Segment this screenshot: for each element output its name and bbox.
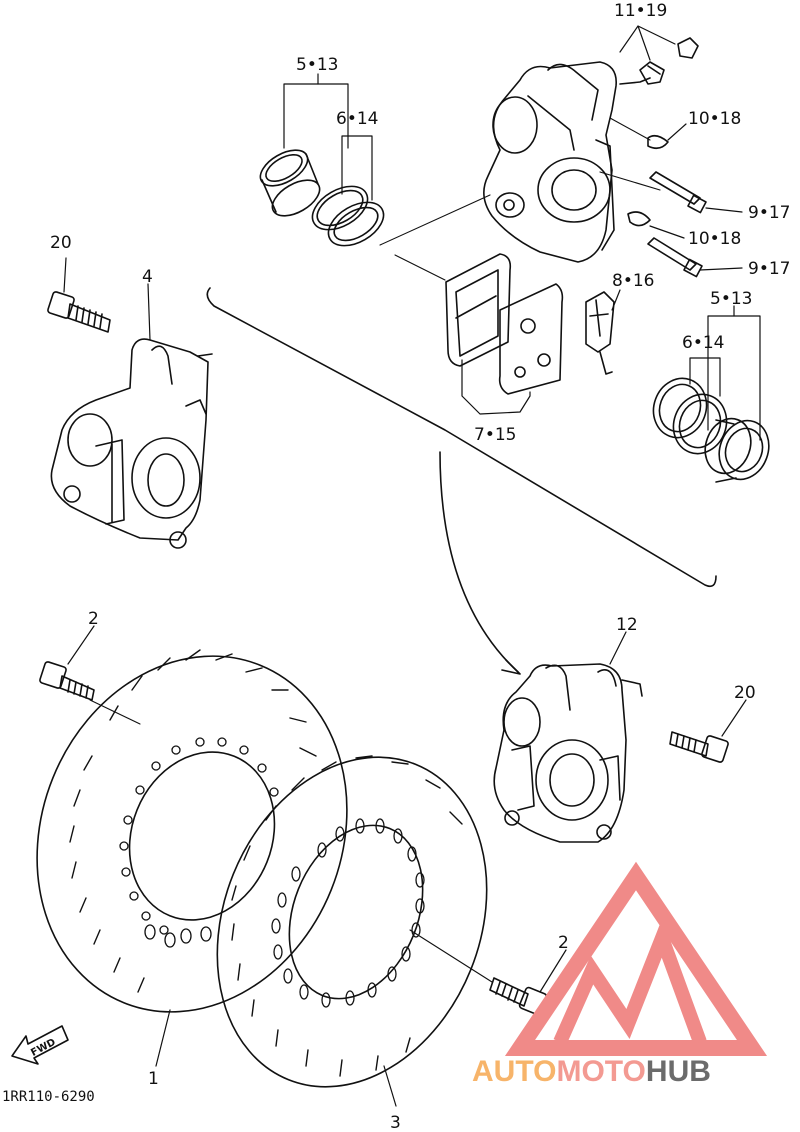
bolt-20-right	[669, 731, 729, 763]
callout-11-19: 11•19	[614, 1, 667, 21]
caliper-12	[493, 663, 643, 843]
assembly-arrow-head	[501, 659, 521, 675]
watermark-hub: HUB	[646, 1055, 711, 1088]
bracket-6-14-right	[689, 357, 721, 397]
bracket-6-14-top	[341, 135, 373, 201]
leader-8-16	[611, 289, 621, 311]
callout-5-13-right: 5•13	[710, 289, 752, 309]
callout-6-14-top: 6•14	[336, 109, 378, 129]
leader-12	[609, 631, 627, 665]
bolt-20-left	[47, 291, 111, 333]
callout-9-17-b: 9•17	[748, 259, 790, 279]
bleed-screw	[639, 37, 699, 85]
seal-top	[311, 185, 385, 247]
leader-9-17-a	[705, 207, 743, 213]
callout-10-18-a: 10•18	[688, 109, 741, 129]
watermark-brand: AUTOMOTOHUB	[472, 1055, 711, 1088]
callout-1: 1	[148, 1069, 159, 1089]
leader-10-18-b	[649, 225, 685, 239]
forward-arrow-icon	[11, 1025, 69, 1065]
callout-10-18-b: 10•18	[688, 229, 741, 249]
callout-5-13-top: 5•13	[296, 55, 338, 75]
watermark-auto: AUTO	[472, 1055, 556, 1088]
diagram-code: 1RR110-6290	[2, 1089, 95, 1105]
callout-9-17-a: 9•17	[748, 203, 790, 223]
leader-3	[383, 1065, 397, 1107]
callout-4: 4	[142, 267, 153, 287]
callout-20-top: 20	[50, 233, 72, 253]
pad-pin-lower	[647, 237, 703, 278]
watermark-moto: MOTO	[556, 1055, 645, 1088]
brake-disc-3	[216, 755, 488, 1088]
callout-2-left: 2	[88, 609, 99, 629]
leader-4	[147, 283, 151, 341]
brake-pads	[445, 253, 564, 395]
bracket-5-13-top	[283, 83, 349, 149]
callout-8-16: 8•16	[612, 271, 654, 291]
watermark-logo-icon	[504, 861, 768, 1056]
caliper-4	[50, 338, 213, 549]
callout-3: 3	[390, 1113, 401, 1132]
leader-2-bottom	[539, 949, 567, 993]
callout-6-14-right: 6•14	[682, 333, 724, 353]
pin-clip-upper	[647, 134, 669, 150]
callout-2-bottom: 2	[558, 933, 569, 953]
leader-11-19	[619, 25, 676, 61]
leader-2-left	[67, 625, 95, 665]
pad-spring	[585, 291, 615, 375]
assembly-arrow	[439, 451, 519, 673]
bolt-2-left	[39, 661, 95, 701]
leader-10-18-a	[667, 123, 687, 141]
leader-9-17-b	[699, 267, 743, 271]
bracket-7-15	[461, 359, 531, 415]
callout-7-15: 7•15	[474, 425, 516, 445]
caliper-exploded-body	[483, 61, 651, 263]
group-bracket-line	[206, 287, 717, 588]
leader-20-top	[63, 257, 67, 293]
leader-1	[155, 1009, 171, 1067]
callout-12: 12	[616, 615, 638, 635]
pad-pin-upper	[649, 171, 707, 214]
callout-20-right: 20	[734, 683, 756, 703]
brake-disc-1	[36, 649, 348, 1013]
piston-right	[704, 417, 770, 483]
leader-20-right	[721, 699, 747, 737]
piston-top	[259, 149, 321, 217]
pin-clip-lower	[627, 211, 651, 227]
